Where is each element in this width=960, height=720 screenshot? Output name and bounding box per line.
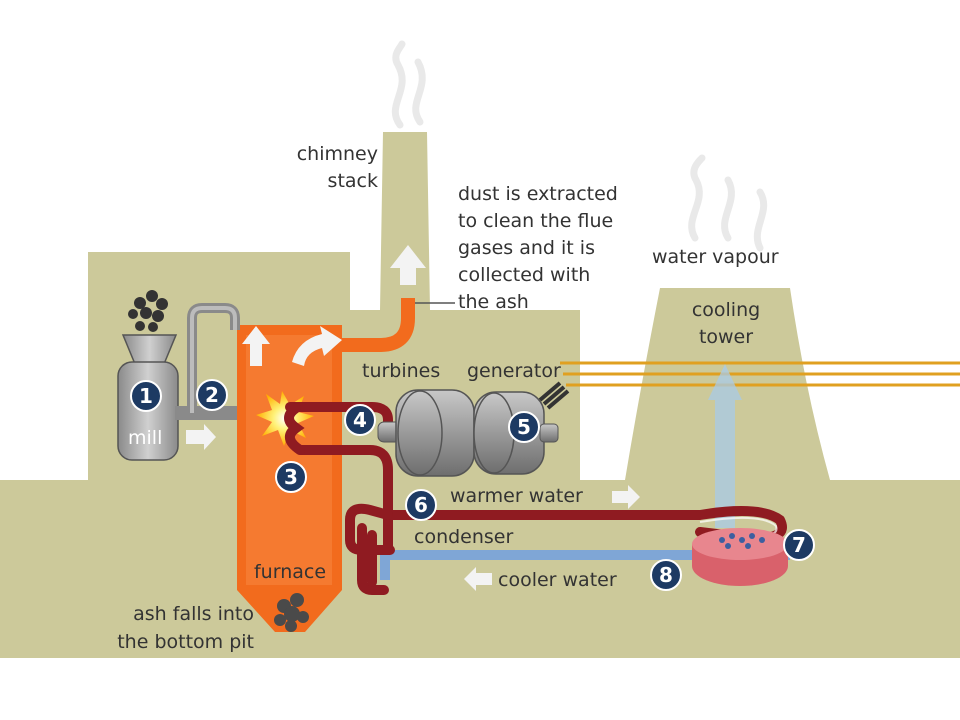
dust-label-line3: gases and it is <box>458 237 595 259</box>
mill-label: mill <box>128 427 162 449</box>
warmer-water-label: warmer water <box>450 485 583 507</box>
chimney-smoke <box>391 40 426 129</box>
cooling-tower-label-line1: cooling <box>692 299 760 321</box>
svg-text:1: 1 <box>139 384 153 408</box>
dust-label-line5: the ash <box>458 291 529 313</box>
ash-label-line2: the bottom pit <box>117 631 254 653</box>
flow-arrows <box>186 245 640 591</box>
cooling-basin <box>692 528 788 586</box>
tower-vapour <box>688 154 768 252</box>
water-vapour-label: water vapour <box>652 246 779 268</box>
step-marker-4: 4 <box>344 404 376 436</box>
dust-label-line4: collected with <box>458 264 590 286</box>
turbines-label: turbines <box>362 360 440 382</box>
step-markers: 1 2 3 4 5 6 7 8 <box>130 379 815 591</box>
svg-text:8: 8 <box>659 563 673 587</box>
step-marker-5: 5 <box>508 411 540 443</box>
ash-label-line1: ash falls into <box>133 603 254 625</box>
flue-duct <box>342 298 415 352</box>
power-lines <box>560 361 960 387</box>
step-marker-8: 8 <box>650 559 682 591</box>
step-marker-7: 7 <box>783 529 815 561</box>
chimney-label-line2: stack <box>328 170 378 192</box>
furnace-label: furnace <box>254 561 326 583</box>
vapour-arrow <box>708 364 742 528</box>
generator-label: generator <box>467 360 561 382</box>
step-marker-6: 6 <box>405 489 437 521</box>
svg-text:6: 6 <box>414 493 428 517</box>
dust-label-line1: dust is extracted <box>458 183 618 205</box>
svg-text:2: 2 <box>205 383 219 407</box>
step-marker-2: 2 <box>196 379 228 411</box>
cooling-tower-label-line2: tower <box>699 326 753 348</box>
coal-pile-icon <box>128 290 168 332</box>
svg-text:7: 7 <box>792 533 806 557</box>
labels: chimney stack dust is extracted to clean… <box>117 143 779 653</box>
step-marker-3: 3 <box>275 461 307 493</box>
dust-label-line2: to clean the flue <box>458 210 613 232</box>
chimney-label-line1: chimney <box>297 143 378 165</box>
svg-text:5: 5 <box>517 415 531 439</box>
svg-text:4: 4 <box>353 408 367 432</box>
ash-pile-icon <box>274 593 309 632</box>
condenser-label: condenser <box>414 526 513 548</box>
turbine <box>377 389 475 477</box>
step-marker-1: 1 <box>130 380 162 412</box>
cooler-water-label: cooler water <box>498 569 617 591</box>
svg-text:3: 3 <box>284 465 298 489</box>
